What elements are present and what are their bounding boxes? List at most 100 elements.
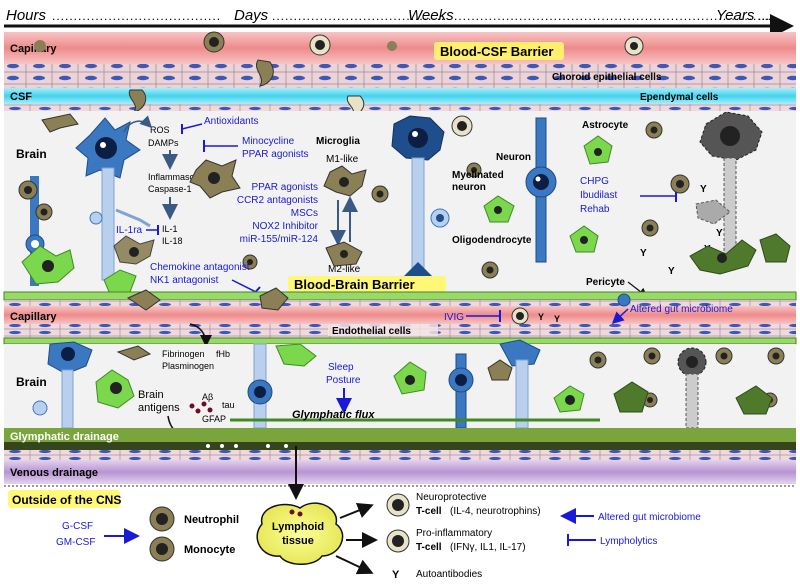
myelinated-neuron — [391, 115, 445, 277]
caspase-label: Caspase-1 — [148, 184, 192, 194]
damps-label: DAMPs — [148, 138, 179, 148]
monocyte-cell — [149, 536, 175, 562]
timeline: Hours ..................................… — [4, 7, 794, 38]
myelinated-label-2: neuron — [452, 182, 486, 193]
tcell-b-detail: (IFNγ, IL1, IL-17) — [450, 542, 526, 553]
antigen-particles — [189, 401, 213, 414]
blood-cells-mid — [126, 287, 631, 325]
lymphoid-label-2: tissue — [282, 535, 314, 547]
brain-bottom-label: Brain — [16, 375, 47, 389]
fibrinogen-label: Fibrinogen — [162, 349, 205, 359]
glymphatic-flux-label: Glymphatic flux — [292, 409, 375, 421]
myelinated-label-1: Myelinated — [452, 170, 504, 181]
neuron-left-top — [75, 117, 141, 281]
ros-label: ROS — [150, 125, 170, 135]
blood-csf-barrier-label: Blood-CSF Barrier — [440, 44, 553, 59]
microglia-title: Microglia — [316, 136, 360, 147]
timeline-days: Days — [234, 7, 269, 24]
therapy-mscs: MSCs — [291, 208, 318, 219]
neuron-left-bottom — [32, 341, 93, 429]
svg-text:Y: Y — [668, 266, 675, 277]
neuron-process — [115, 208, 151, 228]
neutrophil-label: Neutrophil — [184, 514, 239, 526]
capillary-mid-label: Capillary — [10, 311, 57, 323]
gut-microbiome-label: Altered gut microbiome — [598, 512, 701, 523]
bcsfb-highlight — [434, 42, 564, 60]
lymphoid-label-1: Lymphoid — [272, 521, 324, 533]
timeline-dots-2: ........................................ — [272, 9, 445, 23]
drainage-particles — [206, 444, 288, 448]
fibrinogen-arrow — [189, 323, 212, 347]
svg-text:Y: Y — [640, 248, 647, 259]
microglia-left-bottom — [116, 345, 152, 361]
neuron-right-bottom — [499, 339, 541, 429]
glymphatic-drainage-band — [4, 428, 796, 442]
antioxidants-inhibit-line — [181, 123, 203, 130]
nk1-antagonist-label: NK1 antagonist — [150, 275, 219, 286]
to-autoantibodies-arrow — [335, 555, 374, 575]
autoantibodies-label: Autoantibodies — [416, 569, 482, 580]
glymphatic-drainage-label: Glymphatic drainage — [10, 431, 119, 443]
capillary-top-label: Capillary — [10, 43, 57, 55]
monocyte-label: Monocyte — [184, 544, 235, 556]
synapse — [89, 211, 103, 225]
m2-label: M2-like — [328, 264, 361, 275]
gfap-label: GFAP — [202, 414, 226, 424]
neuron-center — [525, 117, 557, 263]
astrocyte-endfeet-bottom — [3, 337, 797, 345]
fhb-label: fHb — [216, 349, 230, 359]
ivig-label: IVIG — [444, 312, 464, 323]
microglia-extra — [242, 115, 499, 279]
svg-text:Y: Y — [716, 228, 723, 239]
choroid-epithelium — [4, 64, 796, 88]
lymphoid-particles — [289, 509, 303, 517]
tau-label: tau — [222, 400, 235, 410]
sleep-label: Sleep — [328, 362, 354, 373]
astrocyte-label: Astrocyte — [582, 120, 629, 131]
outside-cns-highlight — [8, 490, 120, 508]
inflammasome-label: Inflammasome — [148, 172, 207, 182]
venous-endothelium — [4, 450, 796, 460]
astrocyte-endfeet-top — [3, 291, 797, 301]
therapy-ppar: PPAR agonists — [251, 182, 318, 193]
timeline-weeks: Weeks — [408, 7, 454, 24]
pericyte-label: Pericyte — [586, 277, 625, 288]
ependymal-layer — [4, 104, 796, 111]
chemokine-inhibit-line — [231, 279, 257, 293]
therapy-rehab: Rehab — [580, 204, 610, 215]
csf-band — [4, 88, 796, 104]
blood-brain-barrier-label: Blood-Brain Barrier — [294, 277, 415, 292]
gut-microbiome-top-label: Altered gut microbiome — [630, 304, 733, 315]
tcell-neuroprotective — [386, 493, 410, 517]
antioxidants-label: Antioxidants — [204, 116, 258, 127]
ppar-agonists-label: PPAR agonists — [242, 149, 309, 160]
gcsf-label: G-CSF — [62, 521, 93, 532]
m1-label: M1-like — [326, 154, 359, 165]
tcell-a-label: T-cell — [416, 506, 442, 517]
astrocyte-right-edge — [759, 233, 791, 263]
venous-drainage-band — [4, 460, 796, 484]
bbb-highlight — [288, 276, 446, 292]
microglia-right-bottom — [589, 347, 785, 408]
gmcsf-label: GM-CSF — [56, 537, 95, 548]
migrating-monocyte — [256, 59, 274, 87]
antibody-capillary-2: Y — [554, 314, 560, 324]
m1-nucleus — [339, 177, 349, 187]
timeline-years: Years — [716, 7, 755, 24]
degenerating-neuron-bottom — [677, 347, 707, 429]
blood-cells-top — [34, 31, 644, 56]
timeline-dots-3: ........................................… — [454, 9, 770, 23]
il18-label: IL-18 — [162, 236, 183, 246]
tcell-proinflammatory — [386, 529, 410, 553]
timeline-dots-4: .... — [758, 9, 771, 23]
outside-cns-label: Outside of the CNS — [12, 493, 121, 507]
abeta-label: Aβ — [202, 392, 213, 402]
ependymal-label: Ependymal cells — [640, 92, 719, 103]
lymphoid-tissue — [256, 502, 344, 565]
antibody-capillary-1: Y — [538, 312, 544, 322]
neuroprotective-label: Neuroprotective — [416, 492, 487, 503]
microglia-left — [18, 113, 79, 221]
autoantibody-symbol: Y — [392, 569, 400, 581]
